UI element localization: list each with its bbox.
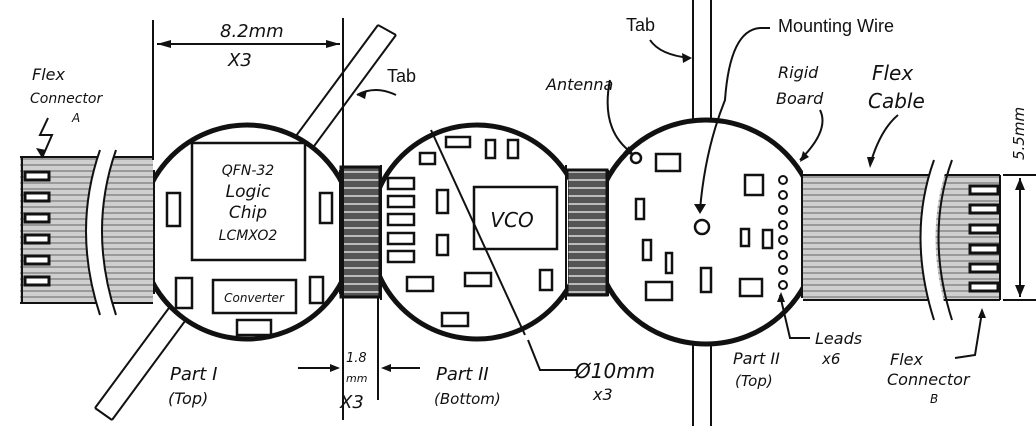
antenna-label: Antenna <box>545 75 613 94</box>
part-2-top-sublabel: (Top) <box>735 372 773 390</box>
flex-cable-right <box>803 157 1001 323</box>
diameter-line <box>430 129 526 336</box>
part-2-top-label: Part II <box>733 349 780 368</box>
rigid-board-label-1: Rigid <box>778 63 819 82</box>
gap-dimension-multiplier: X3 <box>339 392 364 413</box>
width-multiplier-label: X3 <box>227 50 252 71</box>
rigid-board-label-2: Board <box>776 89 824 108</box>
flex-cable-label-1: Flex <box>872 61 913 85</box>
chip-label-1: QFN-32 <box>222 163 275 179</box>
vco-chip <box>472 185 559 251</box>
flex-cable-label-2: Cable <box>868 89 925 113</box>
flex-connector-b-label-1: Flex <box>890 350 923 369</box>
board-part-1: QFN-32 Logic Chip LCMXO2 Converter <box>153 122 341 342</box>
flex-connector-a-label-1: Flex <box>32 65 65 84</box>
leads-label: Leads <box>815 329 862 348</box>
diameter-label: Ø10mm <box>574 359 655 383</box>
part-1-sublabel: (Top) <box>168 389 208 408</box>
connector-b-pins <box>968 184 1000 293</box>
flex-cable-left <box>20 147 153 318</box>
flex-connector-a-label-2: Connector <box>30 91 103 107</box>
board-part-2-bottom: VCO <box>380 122 568 342</box>
leads-multiplier: x6 <box>821 350 840 368</box>
mounting-wire-label: Mounting Wire <box>778 16 894 36</box>
antenna-pad <box>629 151 643 165</box>
tab-label-top: Tab <box>626 15 655 35</box>
diameter-multiplier: x3 <box>592 385 613 404</box>
chip-label-3: Chip <box>229 203 267 223</box>
part-2-bottom-label: Part II <box>436 364 489 385</box>
height-dimension-label: 5.5mm <box>1010 107 1028 160</box>
tab-label-left: Tab <box>387 66 416 86</box>
connector-a-pins <box>23 170 51 287</box>
gap-dimension-unit: mm <box>346 372 367 385</box>
board-part-2-top <box>607 117 803 347</box>
chip-label-2: Logic <box>226 182 271 202</box>
converter-chip <box>211 278 298 315</box>
logic-chip <box>190 141 307 262</box>
gap-dimension-value: 1.8 <box>346 351 367 366</box>
dimension-height <box>1003 174 1036 301</box>
flex-connector-b-label-3: B <box>930 392 938 406</box>
flex-link-1 <box>339 165 382 299</box>
converter-label: Converter <box>224 291 285 305</box>
mounting-wire-hole <box>693 218 711 236</box>
flex-link-2 <box>565 168 609 297</box>
flex-connector-b-label-2: Connector <box>887 370 971 389</box>
vco-label: VCO <box>490 208 533 232</box>
part-2-bottom-sublabel: (Bottom) <box>434 390 501 408</box>
leads-row <box>778 175 788 290</box>
part-1-label: Part I <box>170 364 217 385</box>
dimension-gap <box>298 297 420 400</box>
flex-connector-a-label-3: A <box>71 111 80 125</box>
width-dimension-label: 8.2mm <box>220 21 284 42</box>
dimension-width <box>152 18 344 420</box>
chip-label-4: LCMXO2 <box>219 228 278 244</box>
